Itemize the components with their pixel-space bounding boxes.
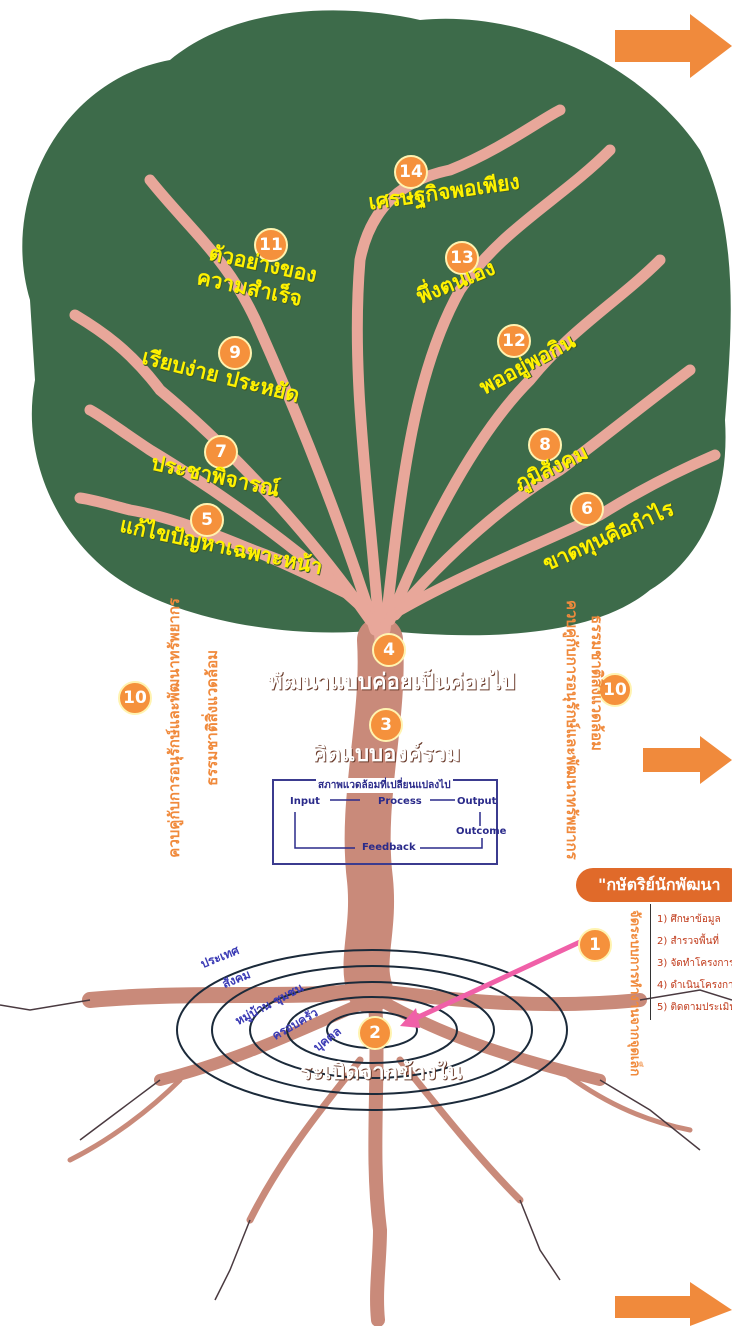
branch-6-number: 6: [570, 492, 604, 526]
system-box-title: สภาพแวดล้อมที่เปลี่ยนแปลงไป: [316, 778, 453, 793]
list-item: 3) จัดทำโครงการ: [657, 956, 732, 971]
list-item: 5) ติดตามประเมินผล: [657, 1000, 732, 1015]
side-left-number: 10: [118, 681, 152, 715]
system-process: Process: [378, 796, 422, 807]
system-feedback: Feedback: [362, 842, 416, 853]
banner-royal-developer: "กษัตริย์นักพัฒนา: [576, 868, 732, 902]
list-item: 1) ศึกษาข้อมูล: [657, 912, 721, 927]
center-label: ระเบิดจากข้างใน: [300, 1054, 462, 1089]
side-left-line2: ธรรมชาติสิ่งแวดล้อม: [200, 650, 224, 786]
step-1-vertical-label: จัดระบบการทำงานจากจุดเล็ก: [624, 910, 645, 1076]
trunk-3-label: คิดแบบองค์รวม: [312, 736, 460, 771]
list-item: 4) ดำเนินโครงการ: [657, 978, 732, 993]
system-output: Output: [457, 796, 496, 807]
trunk-4-label: พัฒนาแบบค่อยเป็นค่อยไป: [268, 664, 515, 699]
arrow-mid: [643, 736, 732, 784]
side-right-line1: ควบคู่กับการอนุรักษ์และพัฒนาทรัพยากร: [560, 600, 584, 860]
system-input: Input: [290, 796, 320, 807]
arrow-top: [615, 14, 732, 78]
side-left-line1: ควบคู่กับการอนุรักษ์และพัฒนาทรัพยากร: [162, 598, 186, 858]
steps-list: 1) ศึกษาข้อมูล 2) สำรวจพื้นที่ 3) จัดทำโ…: [650, 904, 732, 1020]
arrow-bottom: [615, 1282, 732, 1326]
center-number: 2: [358, 1016, 392, 1050]
side-right-line2: ธรรมชาติสิ่งแวดล้อม: [585, 615, 609, 751]
system-outcome: Outcome: [456, 826, 506, 837]
trunk-4-number: 4: [372, 633, 406, 667]
step-1-number: 1: [578, 928, 612, 962]
list-item: 2) สำรวจพื้นที่: [657, 934, 719, 949]
